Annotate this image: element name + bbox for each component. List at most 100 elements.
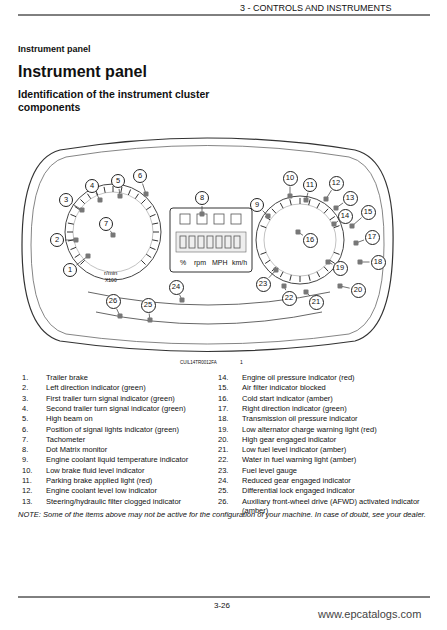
lcd-unit: rpm (194, 259, 206, 267)
list-text: Air filter indicator blocked (242, 383, 428, 392)
lcd-digit (189, 236, 195, 248)
indicator-icon (148, 318, 153, 323)
figure-number: 1 (240, 359, 243, 365)
indicator-icon (98, 198, 103, 203)
indicator-icon (304, 198, 309, 203)
list-text: Engine oil pressure indicator (red) (242, 373, 428, 382)
callout-number: 7 (104, 220, 108, 228)
gauge-tick (317, 203, 320, 208)
callout-circle: 15 (361, 205, 376, 220)
gauge-tick (261, 252, 267, 254)
page-number: 3-26 (214, 601, 230, 611)
list-text: Reduced gear engaged indicator (242, 476, 428, 485)
gauge-tick (272, 209, 276, 213)
indicator-icon (304, 290, 309, 295)
indicator-icon (338, 284, 343, 289)
lcd-unit: km/h (232, 259, 247, 267)
lcd-digit (198, 236, 204, 248)
indicator-icon (86, 254, 91, 259)
watermark: www.epcatalogs.com (318, 608, 421, 621)
list-text: Engine coolant level low indicator (46, 486, 214, 495)
callout-circle: 1 (63, 263, 77, 277)
indicator-icon (358, 260, 363, 265)
indicator-icon (118, 194, 123, 199)
list-number: 16. (218, 394, 228, 403)
callout-number: 15 (364, 208, 372, 216)
gauge-tick (300, 198, 301, 204)
indicator-icon (334, 206, 339, 211)
list-number: 5. (22, 414, 28, 423)
section-name: Instrument panel (18, 44, 91, 55)
gauge-tick (75, 254, 80, 257)
callout-number: 22 (285, 294, 293, 302)
indicator-icon (354, 241, 359, 246)
gauge-tick (141, 199, 145, 203)
list-text: Tachometer (46, 435, 214, 444)
list-text: Steering/hydraulic filter clogged indica… (46, 497, 214, 506)
list-number: 23. (218, 466, 228, 475)
callout-number: 17 (368, 233, 376, 241)
gauge-tick (324, 209, 328, 213)
callout-circle: 22 (282, 291, 297, 306)
gauge-tick (261, 226, 267, 228)
gauge-tick (67, 232, 73, 233)
callout-number: 13 (346, 194, 354, 202)
indicator-icon (118, 314, 123, 319)
list-number: 13. (22, 497, 32, 506)
list-number: 18. (218, 414, 228, 423)
callout-number: 24 (172, 283, 180, 291)
list-number: 7. (22, 435, 28, 444)
gauge-tick (290, 199, 291, 205)
list-text: Left direction indicator (green) (46, 383, 214, 392)
list-number: 10. (22, 466, 32, 475)
lcd-digit (216, 236, 222, 248)
gauge-tick (309, 199, 310, 205)
gauge-tick (104, 187, 105, 193)
gauge-tick (290, 275, 291, 281)
list-number: 22. (218, 455, 228, 464)
indicator-icon (111, 233, 116, 238)
gauge-tick (324, 267, 328, 271)
lcd-unit: % (180, 259, 186, 267)
callout-circle: 23 (256, 277, 271, 292)
gauge-tick (330, 217, 335, 220)
indicator-icon (282, 284, 287, 289)
indicator-icon (332, 222, 337, 227)
list-text: Fuel level gauge (242, 466, 428, 475)
callout-number: 9 (255, 201, 259, 209)
callout-number: 20 (354, 286, 362, 294)
list-text: Low brake fluid level indicator (46, 466, 214, 475)
callout-number: 2 (55, 236, 59, 244)
indicator-icon (80, 208, 85, 213)
gauge-tick (153, 232, 159, 233)
gauge-tick (150, 247, 156, 249)
list-number: 6. (22, 425, 28, 434)
lcd-digit (207, 236, 213, 248)
list-number: 26. (218, 497, 228, 506)
gauge-tick (71, 247, 77, 249)
list-text: Parking brake applied light (red) (46, 476, 214, 485)
list-number: 4. (22, 404, 28, 413)
indicator-icon (324, 197, 329, 202)
list-text: Right direction indicator (green) (242, 404, 428, 413)
list-text: Low fuel level indicator (amber) (242, 445, 428, 454)
indicator-icon (180, 298, 185, 303)
gauge-tick (146, 254, 151, 257)
subtitle: Identification of the instrument cluster… (18, 88, 268, 113)
callout-number: 3 (64, 196, 68, 204)
gauge-tick (334, 252, 340, 254)
list-text: Trailer brake (46, 373, 214, 382)
callout-circle: 17 (365, 230, 380, 245)
callout-circle: 14 (338, 209, 353, 224)
callout-number: 23 (259, 280, 267, 288)
indicator-icon (266, 214, 271, 219)
note: NOTE: Some of the items above may not be… (18, 510, 428, 519)
callout-number: 4 (90, 182, 94, 190)
callout-number: 25 (144, 301, 152, 309)
callout-number: 6 (138, 172, 142, 180)
list-number: 17. (218, 404, 228, 413)
list-text: Dot Matrix monitor (46, 445, 214, 454)
callout-circle: 24 (169, 280, 184, 295)
list-text: Position of signal lights indicator (gre… (46, 425, 214, 434)
